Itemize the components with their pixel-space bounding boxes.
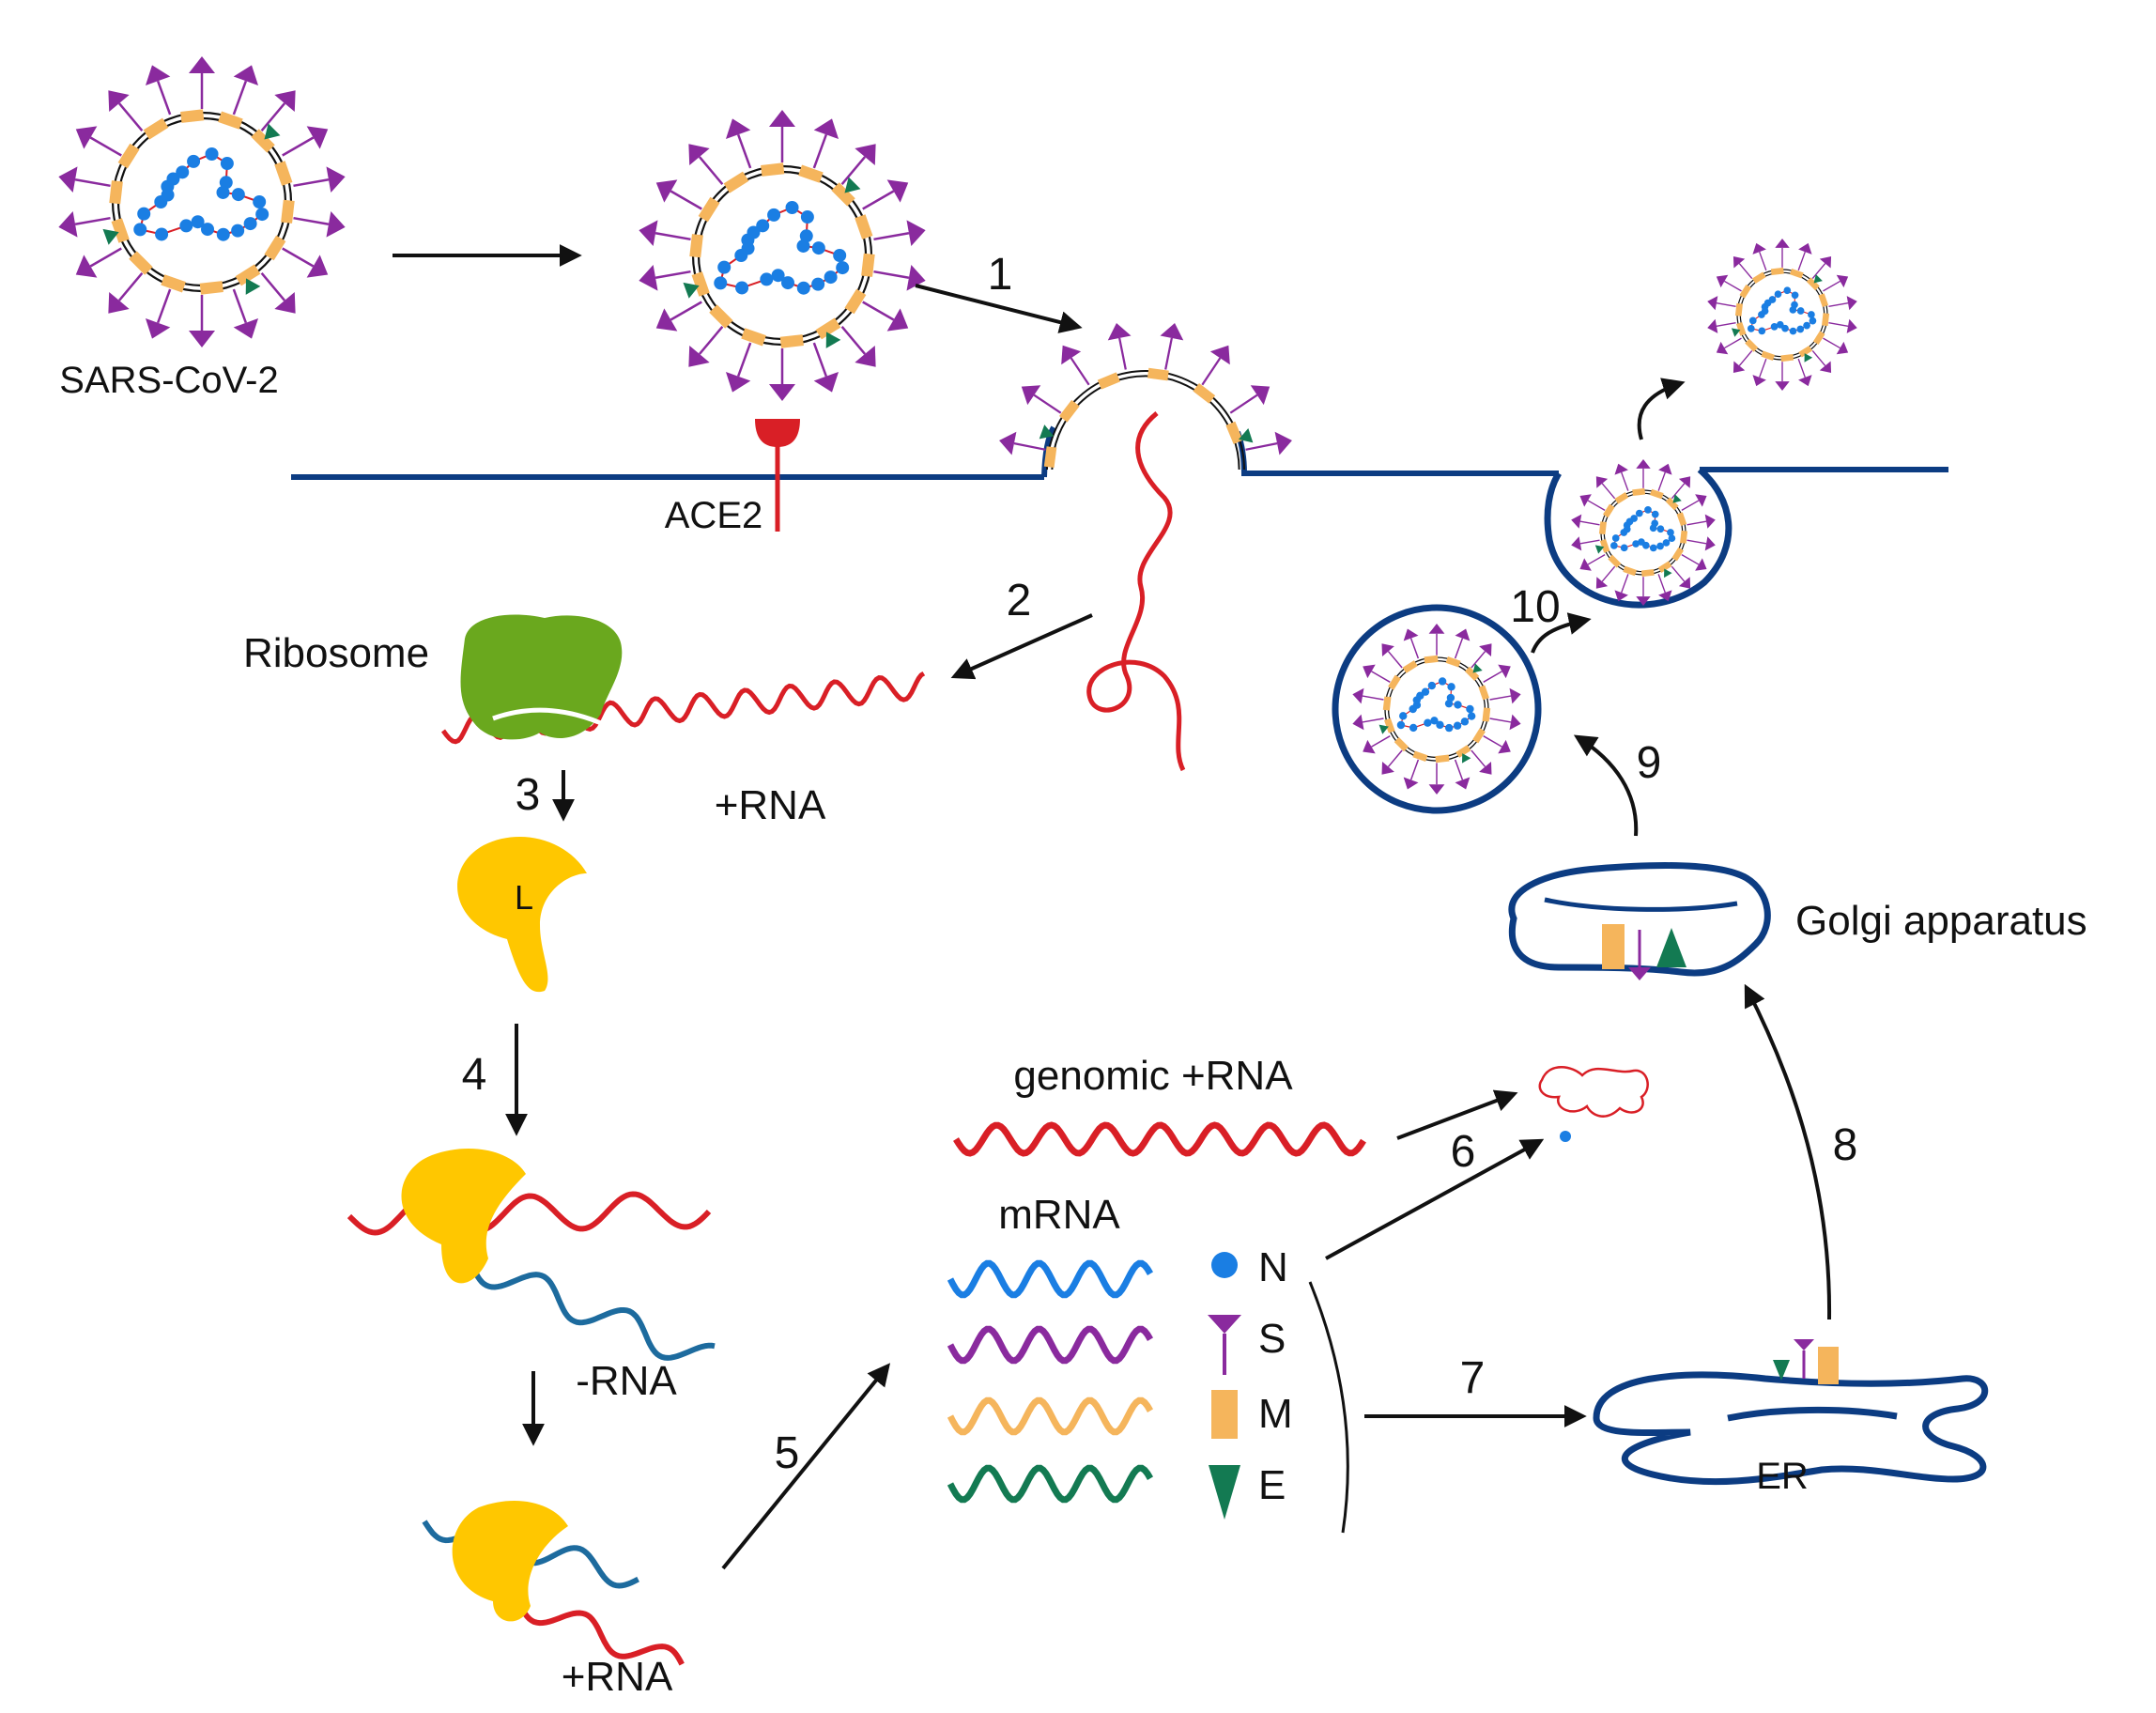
e-protein-icon bbox=[1209, 1465, 1240, 1520]
step-10-label: 10 bbox=[1510, 582, 1560, 632]
arrow-step-8 bbox=[1744, 983, 1832, 1320]
mrna-group bbox=[947, 1259, 1154, 1504]
er-label: ER bbox=[1756, 1456, 1809, 1497]
genomic-rna bbox=[953, 1121, 1366, 1157]
polymerase-l bbox=[457, 837, 587, 993]
protein-legend: N S M E bbox=[1208, 1244, 1349, 1534]
virus-label: SARS-CoV-2 bbox=[59, 360, 278, 401]
step-1-label: 1 bbox=[988, 250, 1013, 300]
genomic-rna-label: genomic +RNA bbox=[1013, 1053, 1293, 1099]
arrow-step-10 bbox=[1531, 612, 1592, 654]
m-protein-icon bbox=[1211, 1390, 1238, 1439]
arrow-step-1 bbox=[915, 284, 1083, 333]
plus-rna-label-2: +RNA bbox=[562, 1654, 673, 1700]
s-protein-icon bbox=[1208, 1315, 1241, 1375]
n-label: N bbox=[1258, 1244, 1288, 1290]
arrow-release bbox=[1637, 378, 1686, 440]
mrna-m bbox=[947, 1397, 1154, 1436]
replication-complex-1 bbox=[346, 1148, 716, 1361]
arrow-step-6b bbox=[1325, 1138, 1545, 1260]
free-n-protein bbox=[1560, 1131, 1571, 1142]
golgi-apparatus bbox=[1508, 861, 1771, 980]
mrna-label: mRNA bbox=[998, 1192, 1120, 1238]
n-protein-icon bbox=[1211, 1252, 1238, 1278]
step-9-label: 9 bbox=[1637, 738, 1662, 788]
step-7-label: 7 bbox=[1460, 1353, 1486, 1403]
ribosome-complex bbox=[440, 614, 926, 745]
virion-free bbox=[58, 56, 346, 347]
replication-complex-2 bbox=[422, 1500, 685, 1666]
arrow-step-2 bbox=[950, 613, 1093, 680]
golgi-label: Golgi apparatus bbox=[1795, 898, 2087, 944]
ace2-receptor bbox=[755, 419, 800, 532]
arrow-step-9 bbox=[1573, 734, 1639, 837]
released-genome-rna bbox=[1086, 411, 1186, 772]
step-8-label: 8 bbox=[1833, 1120, 1858, 1170]
mrna-e bbox=[947, 1464, 1154, 1504]
golgi-vesicle bbox=[1332, 604, 1542, 814]
minus-rna-label: -RNA bbox=[576, 1358, 677, 1404]
er bbox=[1593, 1339, 1989, 1486]
progeny-genome bbox=[1538, 1066, 1649, 1118]
step-2-label: 2 bbox=[1007, 576, 1032, 625]
virion-fusing-membrane bbox=[999, 323, 1292, 471]
ribosome-label: Ribosome bbox=[243, 630, 429, 676]
s-label: S bbox=[1258, 1316, 1286, 1362]
m-label: M bbox=[1258, 1391, 1293, 1437]
mrna-s bbox=[947, 1325, 1154, 1365]
legend-bracket bbox=[1308, 1281, 1349, 1534]
step-6-label: 6 bbox=[1451, 1127, 1476, 1177]
arrows bbox=[393, 244, 1832, 1570]
e-label: E bbox=[1258, 1462, 1286, 1508]
exocytosis-vesicle bbox=[1544, 459, 1732, 609]
virion-released bbox=[1707, 239, 1857, 391]
ribosome bbox=[460, 614, 623, 740]
step-3-label: 3 bbox=[516, 770, 541, 820]
virion-bound bbox=[639, 110, 926, 401]
mrna-n bbox=[947, 1259, 1154, 1299]
step-4-label: 4 bbox=[462, 1050, 487, 1100]
polymerase-label: L bbox=[515, 878, 533, 917]
arrow-step-6a bbox=[1396, 1089, 1518, 1140]
plus-rna-label-1: +RNA bbox=[715, 782, 826, 828]
step-5-label: 5 bbox=[775, 1428, 800, 1478]
arrow-step-5 bbox=[721, 1363, 891, 1570]
ace2-label: ACE2 bbox=[665, 495, 763, 536]
